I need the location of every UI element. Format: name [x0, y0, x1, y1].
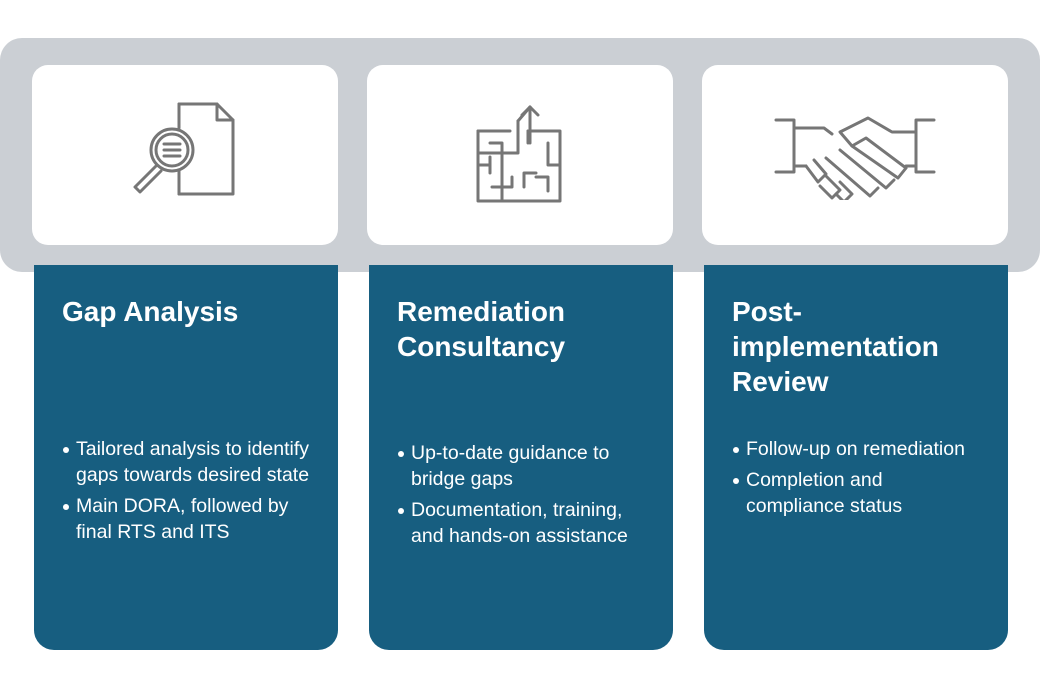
bullet-list: Follow-up on remediation Completion and …: [732, 436, 982, 524]
column-body: [34, 265, 338, 650]
icon-card: [702, 65, 1008, 245]
column-title: Gap Analysis: [62, 296, 239, 327]
bullet-item: Up-to-date guidance to bridge gaps: [397, 440, 647, 492]
column-title: Remediation Consultancy: [397, 296, 566, 362]
bullet-list: Tailored analysis to identify gaps towar…: [62, 436, 312, 550]
column-body: [369, 265, 673, 650]
bullet-list: Up-to-date guidance to bridge gaps Docum…: [397, 440, 647, 554]
handshake-icon: [774, 116, 936, 200]
bullet-item: Follow-up on remediation: [732, 436, 982, 462]
column-body: [704, 265, 1008, 650]
bullet-item: Tailored analysis to identify gaps towar…: [62, 436, 312, 488]
document-search-icon: [133, 102, 235, 196]
bullet-item: Documentation, training, and hands-on as…: [397, 497, 647, 549]
bullet-item: Main DORA, followed by final RTS and ITS: [62, 493, 312, 545]
icon-card: [32, 65, 338, 245]
bullet-item: Completion and compliance status: [732, 467, 982, 519]
icon-card: [367, 65, 673, 245]
column-title: Post- implementation Review: [732, 296, 939, 397]
maze-path-icon: [476, 105, 562, 203]
